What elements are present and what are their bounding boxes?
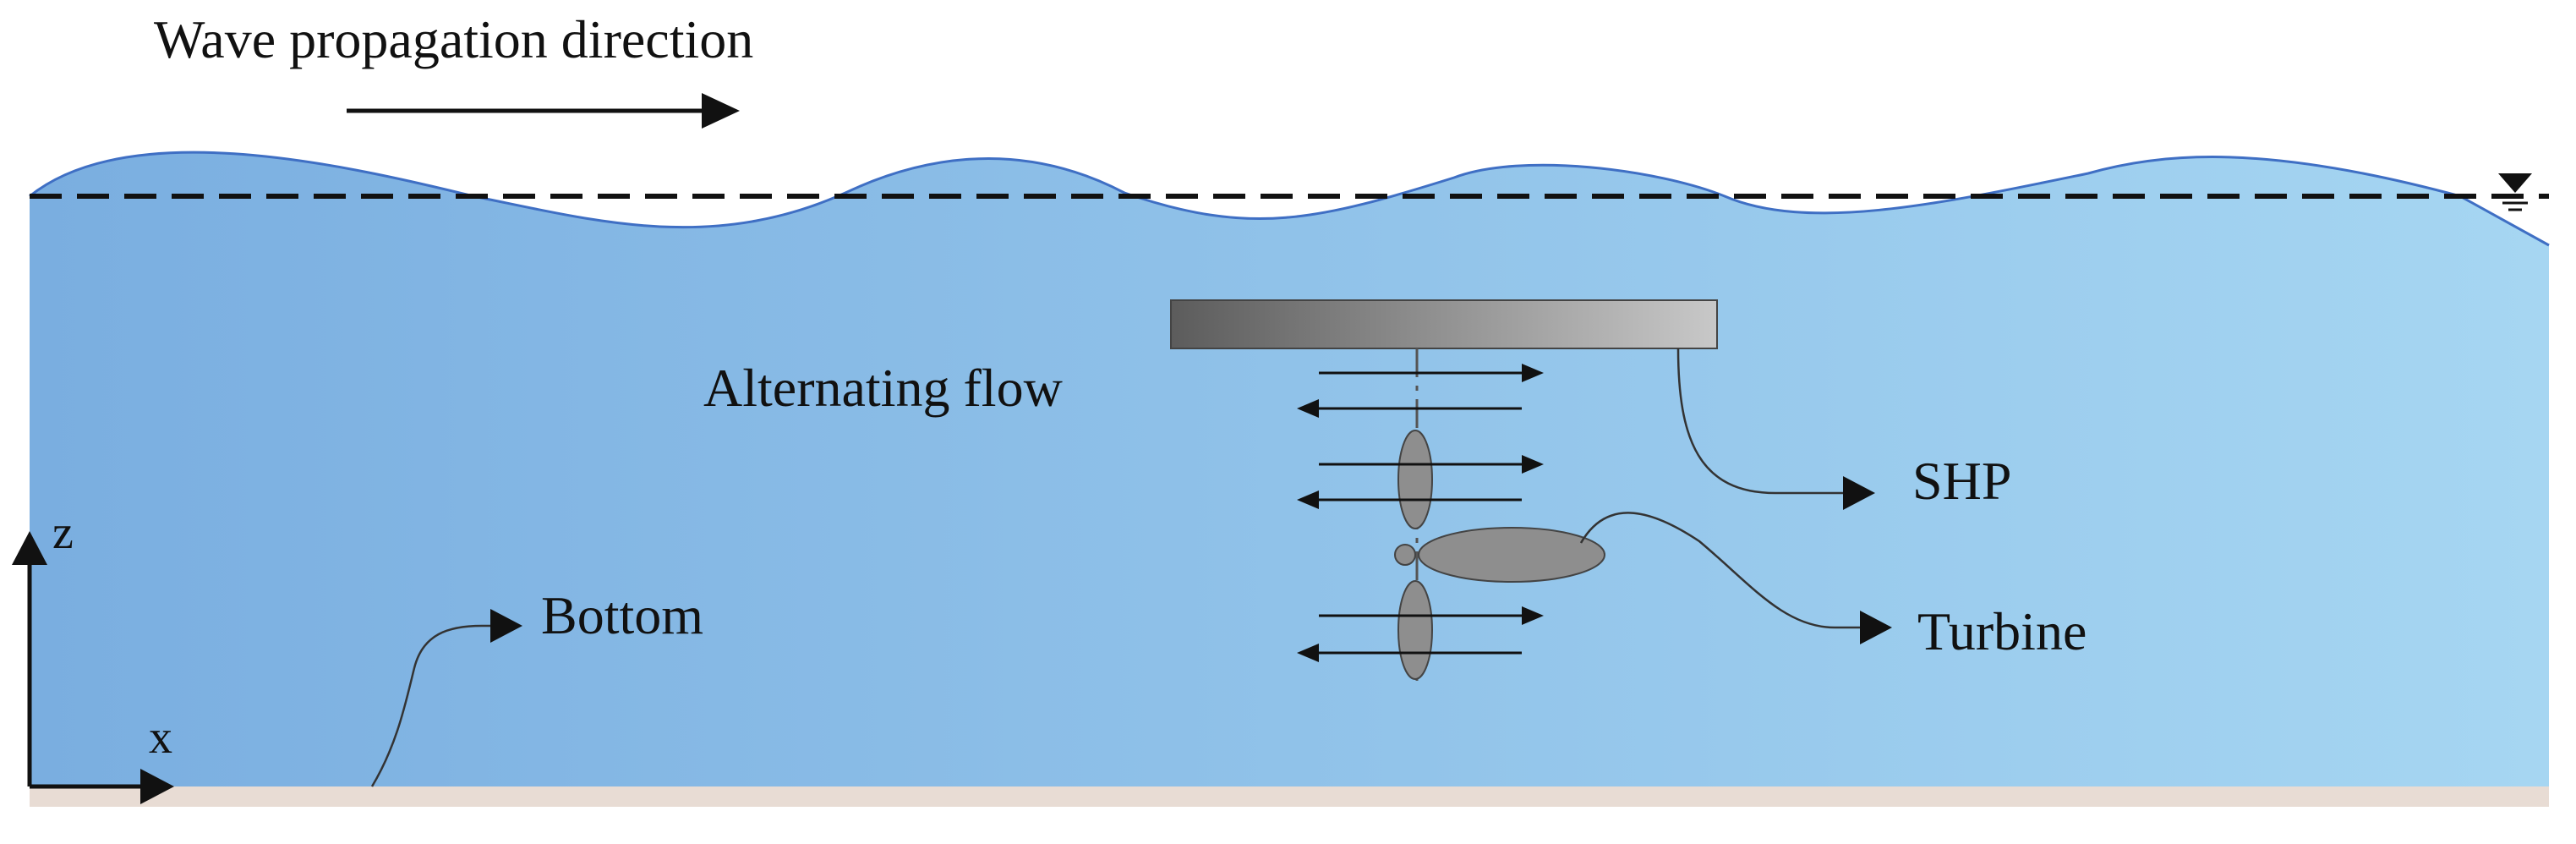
turbine-blade-lower (1397, 580, 1433, 680)
turbine-label: Turbine (1917, 601, 2087, 661)
turbine-blade-upper (1397, 430, 1433, 529)
alternating-flow-label: Alternating flow (703, 358, 1063, 418)
axis-x-label: x (149, 711, 172, 764)
shp-label: SHP (1912, 451, 2011, 511)
seabed (30, 786, 2549, 807)
wave-direction-arrow (347, 93, 740, 129)
bottom-leader-line (370, 624, 490, 787)
bottom-label: Bottom (541, 585, 703, 645)
shp-leader-line (1676, 348, 1843, 495)
water-level-triangle-icon (2498, 173, 2532, 211)
flow-arrow-pair-2 (1297, 455, 1544, 509)
flow-arrow-pair-3 (1297, 606, 1544, 662)
turbine-nacelle (1418, 527, 1605, 583)
axis-z-label: z (52, 507, 74, 559)
coordinate-axes (12, 531, 174, 804)
shp-leader-arrowhead (1843, 476, 1875, 510)
shp-plate (1170, 299, 1718, 349)
wave-direction-label: Wave propagation direction (154, 9, 753, 69)
flow-arrow-pair-1 (1297, 364, 1544, 418)
turbine-leader-arrowhead (1860, 611, 1892, 644)
water-body (30, 152, 2549, 787)
turbine-hub (1394, 544, 1416, 566)
turbine-leader-line (1579, 512, 1860, 629)
bottom-leader-arrowhead (490, 609, 522, 643)
alternating-flow-arrows (1297, 364, 1544, 662)
